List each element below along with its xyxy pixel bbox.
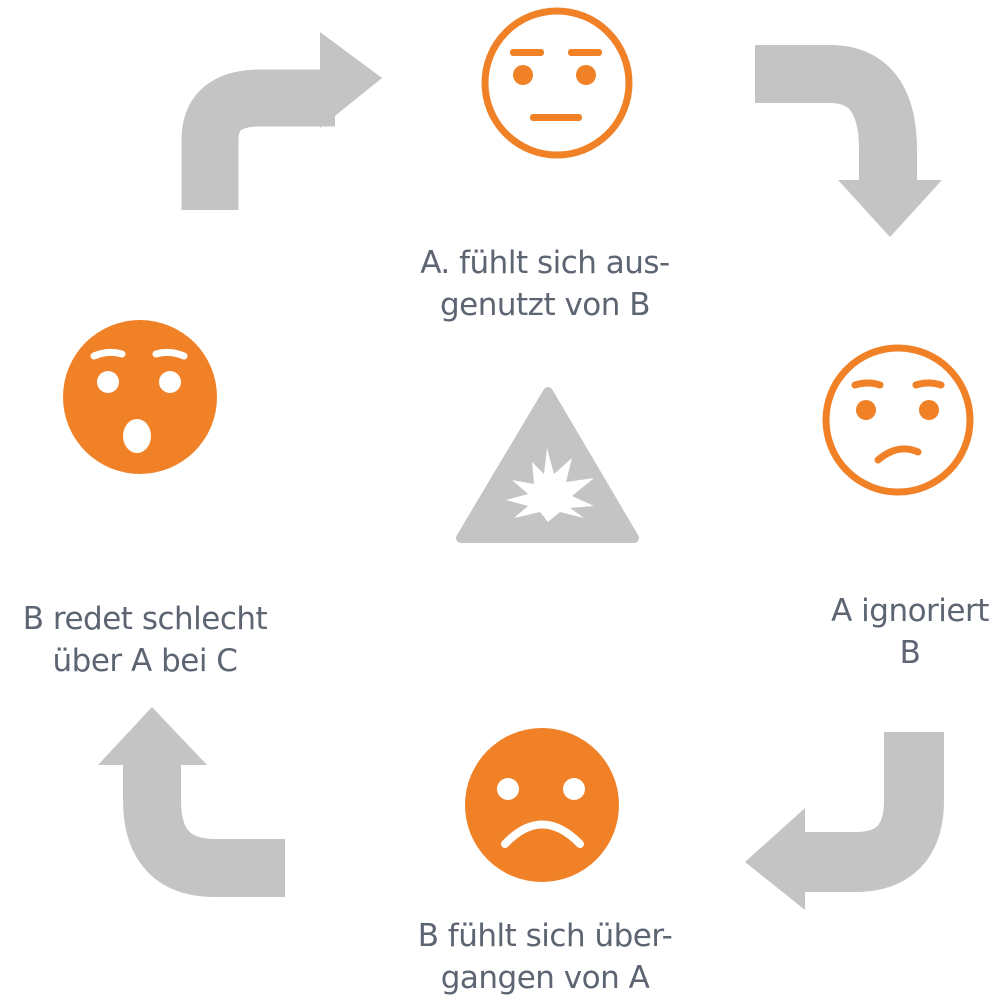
cycle-label-right-line-1: A ignoriert	[831, 593, 989, 629]
cycle-label-top-line-1: A. fühlt sich aus-	[420, 245, 670, 281]
cycle-label-bottom-line-1: B fühlt sich über-	[417, 918, 673, 954]
cycle-label-left: B redet schlecht über A bei C	[0, 598, 290, 682]
cycle-label-bottom: B fühlt sich über- gangen von A	[330, 915, 760, 999]
cycle-label-right-line-2: B	[899, 635, 921, 671]
cycle-label-left-line-2: über A bei C	[52, 643, 238, 679]
cycle-label-left-line-1: B redet schlecht	[22, 601, 268, 637]
cycle-arrow-top-to-right	[755, 45, 942, 237]
worried-face-icon	[822, 344, 974, 496]
shocked-face-icon	[63, 320, 217, 474]
cycle-label-bottom-line-2: gangen von A	[440, 960, 650, 996]
neutral-face-icon	[481, 7, 633, 159]
cycle-arrow-bottom-to-left	[98, 707, 285, 897]
cycle-arrow-right-to-bottom	[745, 732, 944, 910]
cycle-label-top: A. fühlt sich aus- genutzt von B	[330, 242, 760, 326]
explosion-warning-icon	[456, 387, 639, 543]
cycle-arrow-left-to-top	[181, 32, 382, 210]
sad-face-icon	[465, 728, 619, 882]
cycle-label-right: A ignoriert B	[790, 590, 1003, 674]
cycle-label-top-line-2: genutzt von B	[439, 287, 651, 323]
